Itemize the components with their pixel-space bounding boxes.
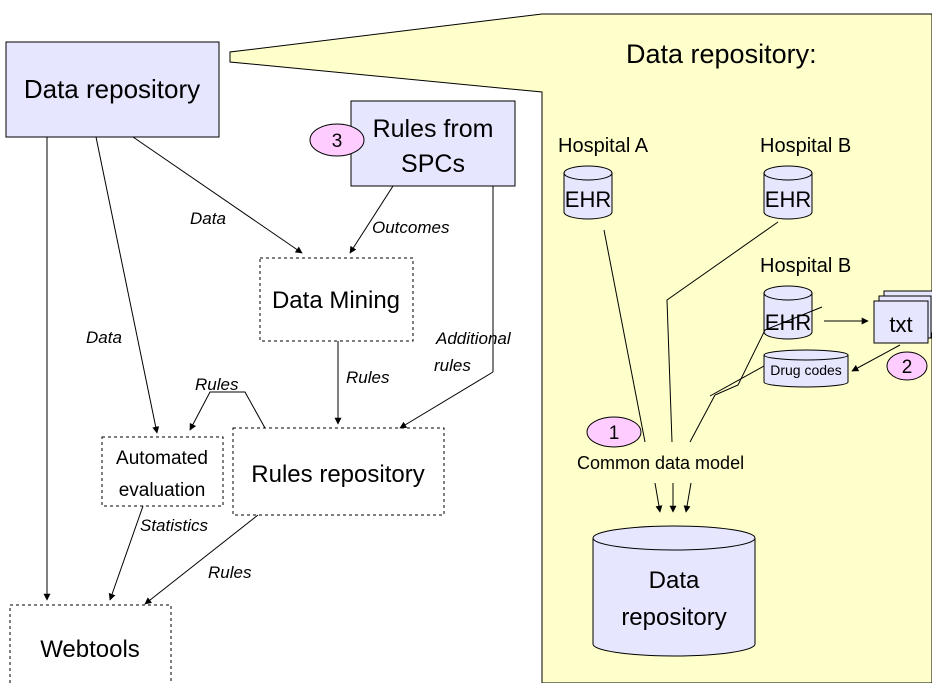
automated-evaluation-box: Automated evaluation <box>101 436 224 507</box>
rules-from-spcs-line1: Rules from <box>373 115 494 143</box>
data-mining-box: Data Mining <box>259 257 414 342</box>
webtools-box: Webtools <box>9 604 172 683</box>
arrow-txt-to-drug-codes <box>851 344 901 372</box>
data-repository-box: Data repository <box>5 41 220 138</box>
hospital-b-label-bottom: Hospital B <box>760 255 851 277</box>
txt-document-stack: txt <box>873 290 932 344</box>
connectors <box>43 136 494 605</box>
edge-label-statistics: Statistics <box>140 516 209 535</box>
callout-panel <box>229 13 932 683</box>
automated-line2: evaluation <box>119 480 206 501</box>
rules-from-spcs-box: Rules from SPCs <box>350 100 516 187</box>
ehr-label: EHR <box>565 187 611 212</box>
drug-codes-label: Drug codes <box>770 362 842 378</box>
badge-2: 2 <box>886 351 928 381</box>
txt-label: txt <box>889 312 912 337</box>
ehr-database-hospital-b-top: EHR <box>763 165 813 220</box>
automated-line1: Automated <box>116 448 208 469</box>
panel-title: Data repository: <box>626 39 817 69</box>
common-data-model-label: Common data model <box>577 453 744 473</box>
edge-label-additional-rules: rules <box>434 356 471 375</box>
badge-2-label: 2 <box>902 357 913 378</box>
hospital-b-label-top: Hospital B <box>760 135 851 157</box>
badge-1-label: 1 <box>609 423 620 444</box>
edge-label-additional: Additional <box>435 329 512 348</box>
rules-from-spcs-line2: SPCs <box>401 150 465 178</box>
badge-3-label: 3 <box>332 131 343 152</box>
edge-label-outcomes: Outcomes <box>372 218 450 237</box>
edge-label-data-top: Data <box>190 209 226 228</box>
repo-label-line1: Data <box>649 567 700 594</box>
edge-label-rules-mid: Rules <box>346 368 390 387</box>
data-repository-database: Data repository <box>592 525 756 657</box>
webtools-label: Webtools <box>40 636 140 663</box>
flow-to-repository <box>603 221 823 513</box>
rules-repository-label: Rules repository <box>251 461 424 488</box>
badge-3: 3 <box>309 123 365 157</box>
badge-1: 1 <box>586 416 642 448</box>
edge-label-rules-loop: Rules <box>195 375 239 394</box>
ehr-database-hospital-b-bottom: EHR <box>763 285 813 340</box>
hospital-a-label: Hospital A <box>558 135 649 157</box>
edge-label-rules-bottom: Rules <box>208 563 252 582</box>
edge-label-data-left: Data <box>86 328 122 347</box>
ehr-label: EHR <box>765 187 811 212</box>
data-mining-label: Data Mining <box>272 287 400 314</box>
repo-label-line2: repository <box>621 604 726 631</box>
rules-repository-box: Rules repository <box>232 427 445 516</box>
ehr-database-hospital-a: EHR <box>563 165 613 220</box>
data-repository-label: Data repository <box>24 74 200 104</box>
drug-codes-database: Drug codes <box>763 349 849 388</box>
